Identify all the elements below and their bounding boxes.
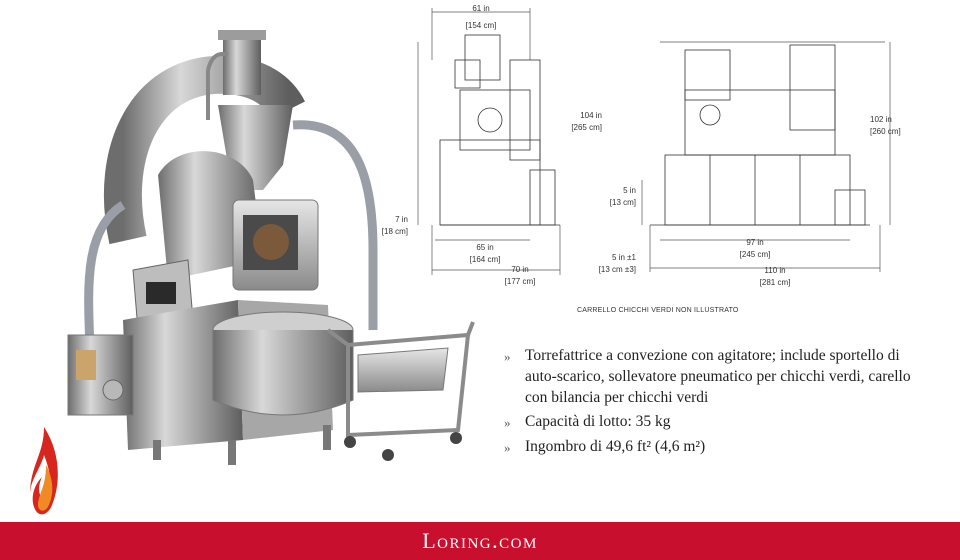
side-floor-clearance: 7 in (395, 215, 408, 224)
drawing-caption: CARRELLO CHICCHI VERDI NON ILLUSTRATO (577, 307, 739, 314)
list-item-text: Ingombro di 49,6 ft² (4,6 m²) (525, 438, 706, 455)
dimension-drawings: 61 in [154 cm] 104 in [265 cm] 7 in [18 … (382, 4, 901, 287)
front-leg-height: 5 in ±1 (612, 253, 637, 262)
front-inner-width: 97 in (746, 238, 763, 247)
front-total-width-metric: [281 cm] (760, 278, 791, 287)
side-top-width-metric: [154 cm] (466, 21, 497, 30)
bullet-mark: » (504, 440, 511, 455)
side-base-depth: 65 in (476, 243, 493, 252)
list-item: » Torrefattrice a convezione con agitato… (504, 345, 914, 408)
side-view-drawing: 61 in [154 cm] 104 in [265 cm] 7 in [18 … (382, 4, 602, 286)
front-view-drawing: 102 in [260 cm] 5 in [13 cm] 5 in ±1 [13… (599, 41, 901, 287)
list-item-text: Capacità di lotto: 35 kg (525, 413, 671, 430)
side-base-depth-metric: [164 cm] (470, 255, 501, 264)
list-item: » Ingombro di 49,6 ft² (4,6 m²) (504, 436, 914, 458)
flame-logo-icon (30, 427, 58, 515)
front-leg-height-metric: [13 cm ±3] (599, 265, 636, 274)
brand-link[interactable]: Loring.com (422, 528, 538, 553)
front-step-height: 5 in (623, 186, 636, 195)
side-top-width: 61 in (472, 4, 489, 13)
list-item-text: Torrefattrice a convezione con agitatore… (525, 347, 911, 406)
front-height-metric: [260 cm] (870, 127, 901, 136)
side-height: 104 in (580, 111, 602, 120)
list-item: » Capacità di lotto: 35 kg (504, 411, 914, 433)
bullet-mark: » (504, 349, 511, 364)
roaster-machine-image (67, 30, 475, 465)
side-height-metric: [265 cm] (571, 123, 602, 132)
front-inner-width-metric: [245 cm] (740, 250, 771, 259)
front-total-width: 110 in (764, 266, 785, 275)
side-total-depth: 70 in (511, 265, 528, 274)
front-height: 102 in (870, 115, 892, 124)
bullet-mark: » (504, 415, 511, 430)
feature-list: » Torrefattrice a convezione con agitato… (504, 345, 914, 461)
side-floor-clearance-metric: [18 cm] (382, 227, 408, 236)
front-step-height-metric: [13 cm] (610, 198, 636, 207)
footer-bar: Loring.com (0, 522, 960, 560)
side-total-depth-metric: [177 cm] (505, 277, 536, 286)
